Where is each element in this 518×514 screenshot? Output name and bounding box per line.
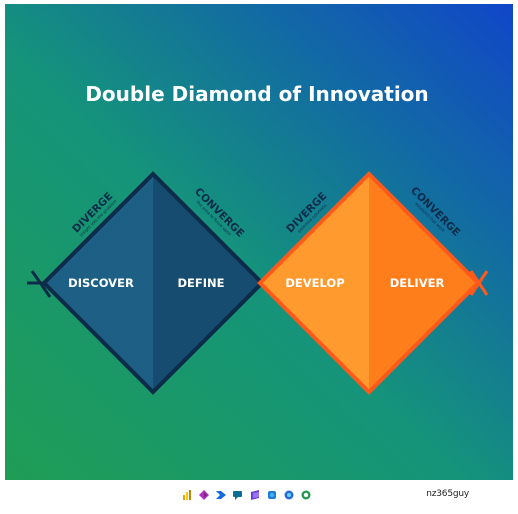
phase-deliver: DELIVER [390,276,445,290]
power-bi-icon [183,490,191,500]
power-pages-icon [251,490,259,500]
power-automate-icon [216,491,226,499]
phase-define: DEFINE [177,276,224,290]
deliver-half [369,174,478,392]
brand-watermark: nz365guy [426,489,469,499]
diagram-title: Double Diamond of Innovation [85,82,428,106]
power-virtual-agents-icon [233,491,242,500]
power-apps-icon [199,490,209,500]
phase-discover: DISCOVER [68,276,134,290]
copilot-icon [284,490,294,500]
double-diamond-graphic: Double Diamond of Innovation DISCOVER DE… [5,4,513,480]
diamond-one-cross [30,270,52,298]
diamond-two [257,171,489,395]
define-half [153,174,262,392]
develop-half [260,174,369,392]
footer-bar: nz365guy [5,480,513,510]
dataverse-icon [268,491,276,499]
diamond-one [27,171,265,395]
diamond-one-outline [41,171,265,395]
phase-develop: DEVELOP [285,276,344,290]
discover-half [44,174,153,392]
loop-icon [301,490,311,500]
product-icon-row [182,489,311,501]
diamond-two-cross-b [469,270,489,296]
diagram-canvas: Double Diamond of Innovation DISCOVER DE… [5,4,513,480]
diamond-two-outline [257,171,481,395]
